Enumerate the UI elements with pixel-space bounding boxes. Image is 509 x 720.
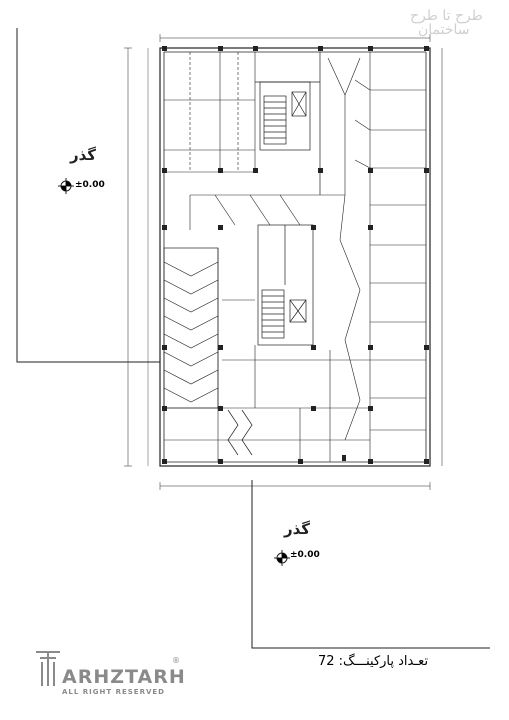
- logo-subtitle: ALL RIGHT RESERVED: [62, 688, 165, 696]
- watermark-line1: طرح تا طرح: [410, 8, 483, 24]
- level-quadrant-bottom: [277, 553, 287, 563]
- level-quadrant-top: [61, 181, 71, 191]
- level-label-bottom: ±0.00: [290, 550, 320, 560]
- site-boundary-bottom: [251, 480, 490, 649]
- stair-core-top: [255, 52, 321, 195]
- street-label-top: گذر: [70, 146, 97, 164]
- parking-column-right: [369, 52, 426, 462]
- parking-block-top-left: [164, 52, 256, 173]
- logo-mark: [36, 651, 60, 686]
- chevron-ramp-left: [163, 247, 219, 409]
- structural-columns: [162, 46, 429, 464]
- site-boundary-top: [16, 28, 160, 363]
- chevron-ramp-bottom: [227, 409, 253, 456]
- watermark-line2: ساختمان: [418, 22, 470, 38]
- stair-core-middle: [257, 224, 314, 346]
- logo-text: ARHZTARH: [62, 666, 186, 688]
- street-label-bottom: گذر: [284, 520, 311, 538]
- building-outline: [159, 47, 431, 467]
- level-label-top: ±0.00: [75, 180, 105, 190]
- lower-grid: [164, 248, 370, 462]
- logo-registered-mark: ®: [172, 656, 180, 665]
- ramp-diagonals: [189, 57, 371, 441]
- parking-count-label: تعـداد پارکینـــگ: 72: [318, 654, 429, 669]
